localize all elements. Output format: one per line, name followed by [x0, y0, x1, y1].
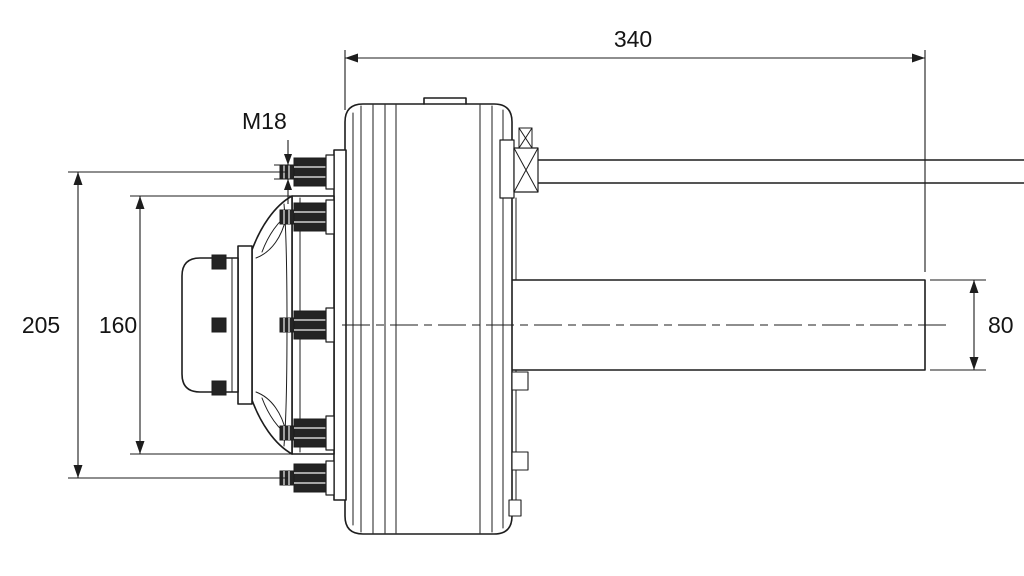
cam-bearing-cross [513, 147, 539, 193]
backing-plate-bolt [511, 451, 529, 471]
arrowhead [912, 53, 925, 63]
drum-contour-lines [352, 104, 504, 534]
dim-label-overall-length: 340 [614, 26, 652, 52]
camshaft-bracket [499, 127, 539, 199]
hub-cap-flange [237, 245, 253, 405]
dim-tube-height: 80 [930, 279, 1014, 371]
arrowhead [135, 196, 145, 209]
arrowhead [284, 154, 292, 165]
wheel-stud [279, 460, 335, 496]
camshaft-rod [537, 159, 1024, 184]
arrowhead [73, 465, 83, 478]
hub-cap-screw [211, 254, 227, 270]
arrowhead [284, 179, 292, 190]
arrowhead [345, 53, 358, 63]
dim-label-outer-height: 205 [22, 312, 60, 338]
dim-label-stud-thread: M18 [242, 108, 287, 134]
brake-drum [344, 97, 513, 535]
dim-inner-height: 160 [99, 195, 296, 455]
hub-flange [291, 149, 347, 501]
grease-fitting-cross [518, 127, 533, 149]
arrowhead [73, 172, 83, 185]
hub-casting-ribs [255, 203, 293, 447]
dim-label-inner-height: 160 [99, 312, 137, 338]
hub-cap-body [181, 257, 239, 393]
dim-overall-length: 340 [344, 26, 926, 272]
arrowhead [135, 441, 145, 454]
dim-outer-height: 205 [22, 171, 288, 479]
hub-cap [181, 245, 253, 405]
arrowhead [969, 280, 979, 293]
arrowhead [969, 357, 979, 370]
backing-plate-tab [508, 499, 522, 517]
dim-stud-thread: M18 [242, 108, 298, 204]
hub-cap-screw [211, 380, 227, 396]
hub-cap-screw [211, 317, 227, 333]
brake-drum-body [344, 103, 513, 535]
backing-plate [508, 197, 529, 517]
dim-label-tube-height: 80 [988, 312, 1014, 338]
cam-bracket-plate [499, 139, 515, 199]
drum-top-boss [423, 97, 467, 105]
backing-plate-bolt [511, 371, 529, 391]
brake-camshaft [537, 159, 1024, 184]
